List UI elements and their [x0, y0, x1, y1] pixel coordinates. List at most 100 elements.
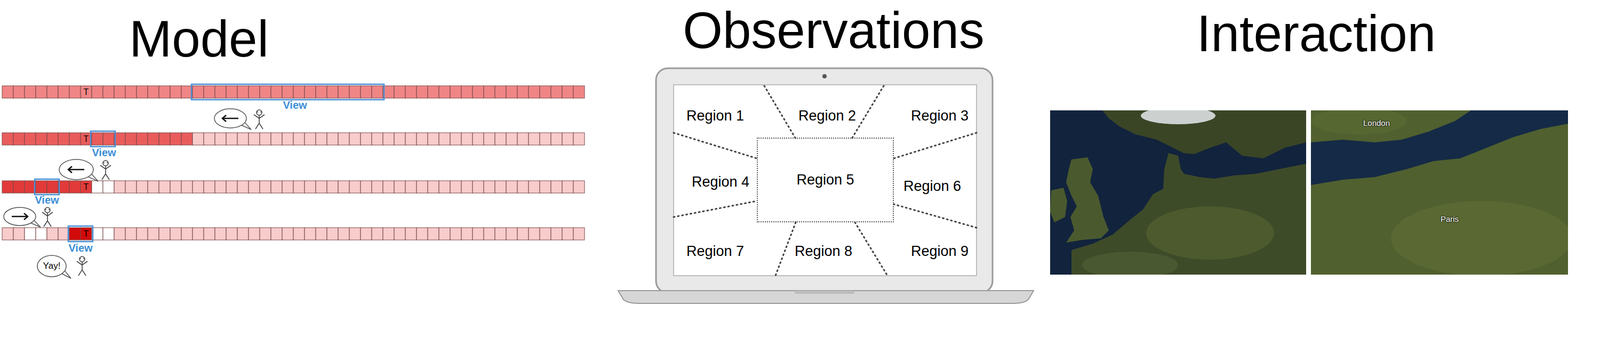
- state-cell: [2, 85, 14, 99]
- state-cell: [349, 227, 361, 240]
- state-cell: [326, 180, 339, 194]
- state-cell: [360, 180, 372, 194]
- state-cell: [360, 132, 372, 146]
- state-cell: [427, 180, 439, 194]
- state-cell: [438, 180, 451, 194]
- map-texture: [1310, 110, 1407, 135]
- state-cell: [539, 227, 551, 240]
- figure-head: [44, 207, 51, 213]
- view-window: [34, 179, 60, 195]
- state-cell: [539, 85, 551, 99]
- state-cell: [192, 180, 204, 194]
- state-cell: [394, 132, 406, 146]
- state-cell: [338, 132, 350, 146]
- state-cell: [58, 132, 70, 146]
- region-label: Region 6: [903, 178, 962, 195]
- state-cell: [2, 180, 14, 194]
- state-cell: [237, 227, 249, 240]
- state-cell: [394, 85, 406, 99]
- state-cell: [338, 227, 350, 240]
- state-cell: [114, 85, 126, 99]
- state-cell: [214, 227, 227, 240]
- state-cell: [550, 180, 563, 194]
- state-cell: [13, 85, 25, 99]
- state-cell: [80, 85, 92, 99]
- target-marker: T: [83, 228, 90, 239]
- laptop: [618, 68, 1034, 304]
- arrow-head: [222, 115, 227, 122]
- state-cell: [349, 132, 361, 146]
- state-cell: [35, 227, 47, 240]
- state-cell: [293, 180, 305, 194]
- state-cell: [270, 132, 283, 146]
- state-cell: [427, 85, 439, 99]
- state-cell: [326, 85, 339, 99]
- state-cell: [226, 227, 238, 240]
- state-cell: [405, 180, 417, 194]
- panel-heading: Interaction: [1196, 4, 1436, 63]
- view-label: View: [282, 99, 307, 112]
- state-cell: [494, 227, 507, 240]
- state-cell: [237, 180, 249, 194]
- state-cell: [102, 132, 115, 146]
- state-cell: [203, 85, 215, 99]
- state-cell: [338, 85, 350, 99]
- state-cell: [539, 180, 551, 194]
- target-marker: T: [83, 86, 90, 97]
- stick-figure: [100, 160, 111, 180]
- state-cell: [528, 85, 540, 99]
- arrow-head: [68, 166, 72, 173]
- state-cell: [13, 132, 25, 146]
- state-cell: [562, 227, 574, 240]
- state-cell: [259, 132, 271, 146]
- state-cell: [282, 180, 294, 194]
- map-texture: [1082, 251, 1179, 275]
- state-cell: [405, 132, 417, 146]
- state-cell: [147, 180, 159, 194]
- figure-head: [256, 109, 262, 116]
- state-cell: [315, 85, 327, 99]
- state-cell: [158, 132, 171, 146]
- state-cell: [550, 85, 563, 99]
- state-cell: [46, 132, 59, 146]
- state-cell: [158, 180, 171, 194]
- laptop-camera: [822, 74, 827, 79]
- state-cell: [427, 227, 439, 240]
- state-cell: [170, 180, 182, 194]
- state-cell: [506, 180, 518, 194]
- view-window: [90, 131, 116, 147]
- region-label: Region 4: [691, 173, 750, 191]
- map-land: [1066, 157, 1109, 243]
- region-label: Region 7: [686, 243, 744, 260]
- state-cell: [450, 180, 462, 194]
- stick-figure: [76, 256, 88, 276]
- state-cell: [136, 85, 148, 99]
- state-cell: [360, 85, 372, 99]
- state-cell: [282, 132, 294, 146]
- state-cell: [315, 132, 327, 146]
- state-cell: [416, 85, 428, 99]
- state-cell: [226, 180, 238, 194]
- laptop-notch: [794, 290, 855, 294]
- panel-heading: Observations: [682, 1, 985, 60]
- arrow-head: [24, 213, 28, 220]
- state-cell: [539, 132, 551, 146]
- state-cell: [517, 227, 529, 240]
- map-texture: [1146, 206, 1275, 260]
- view-window: [68, 226, 93, 242]
- stick-figure: [253, 109, 265, 130]
- state-cell: [136, 227, 148, 240]
- state-cell: [203, 227, 215, 240]
- state-cell: [80, 180, 92, 194]
- state-cell: [326, 132, 339, 146]
- state-cell: [438, 227, 451, 240]
- state-cell: [506, 132, 518, 146]
- state-cell: [35, 132, 47, 146]
- region-label: Region 1: [686, 107, 744, 125]
- state-cell: [125, 132, 137, 146]
- speech-bubble: [59, 159, 99, 182]
- state-cell: [528, 180, 540, 194]
- state-cell: [69, 85, 81, 99]
- state-cell: [315, 180, 327, 194]
- state-cell: [573, 85, 585, 99]
